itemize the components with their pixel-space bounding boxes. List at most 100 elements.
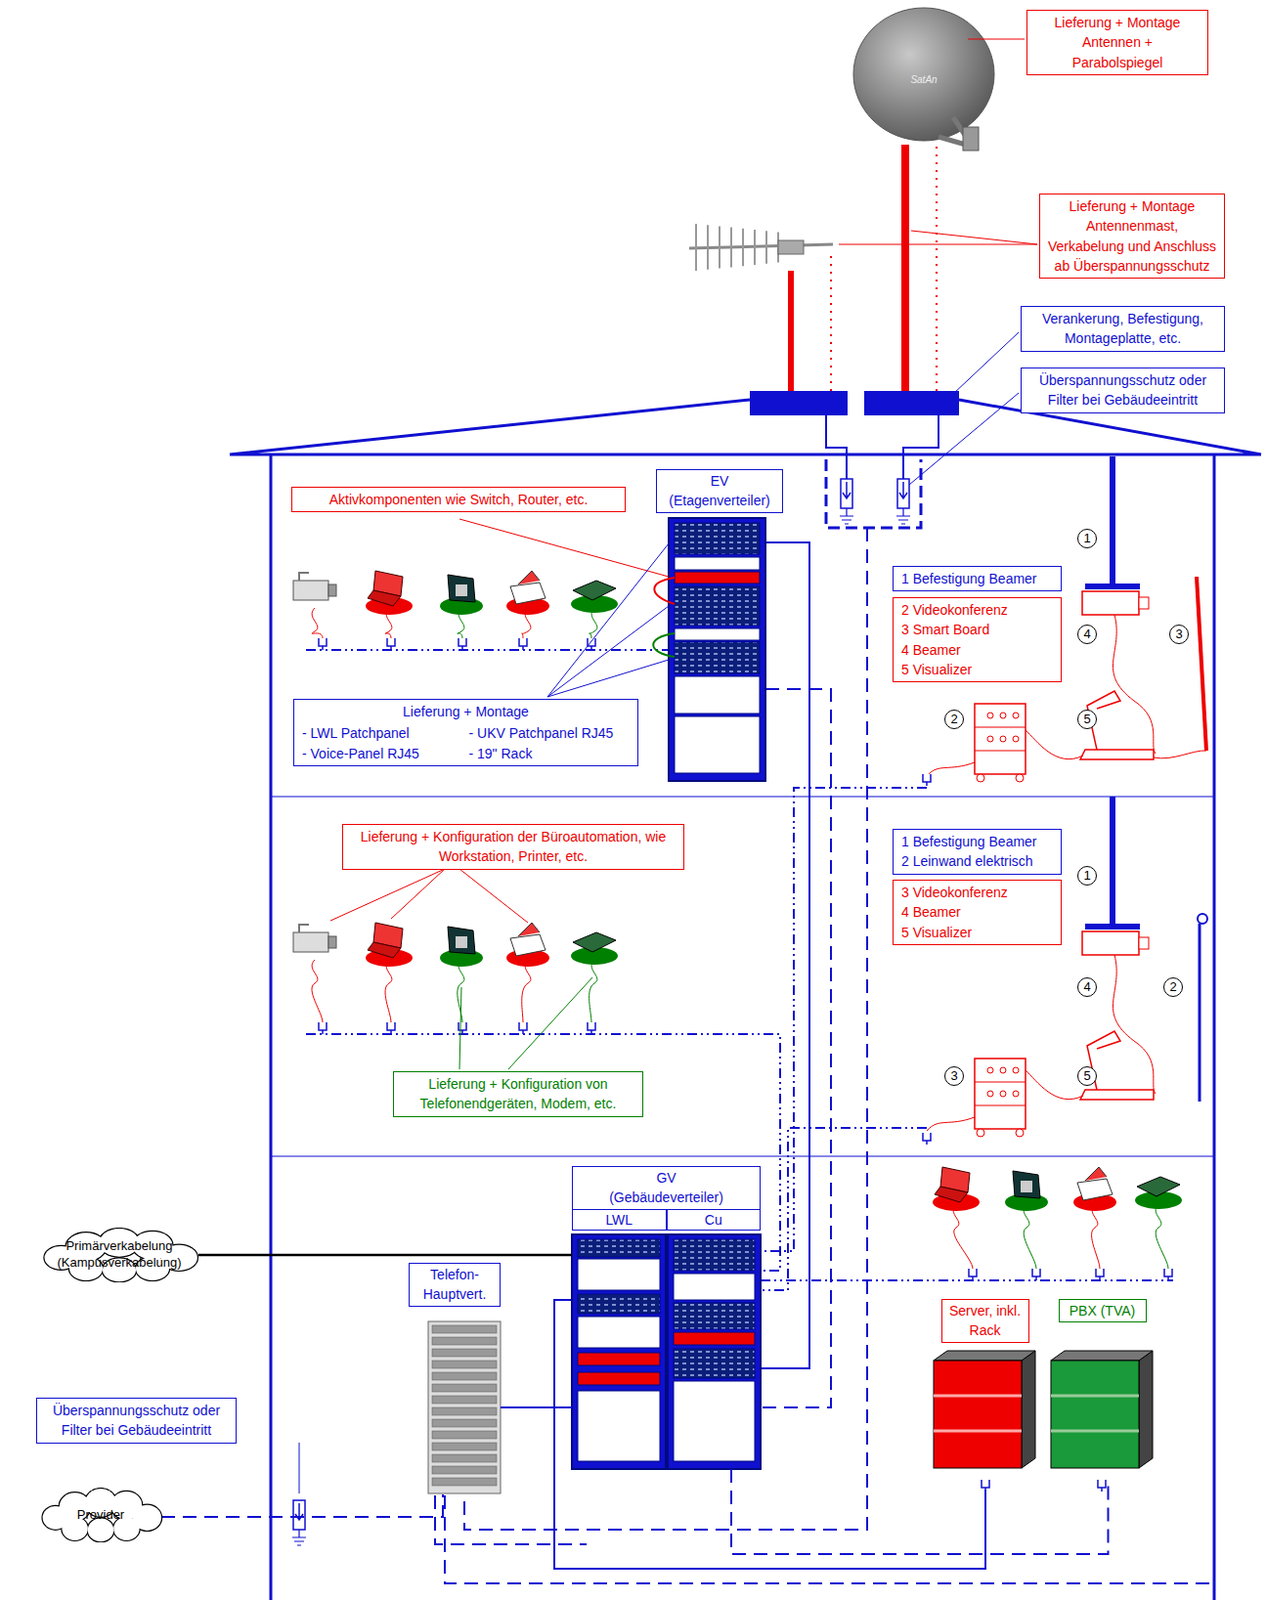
laptop-keys [367,942,401,959]
node-text: LWL [571,1210,667,1231]
hv-strip [432,1396,497,1404]
camera-lens [328,936,337,949]
callout-number: 5 [1077,1066,1097,1087]
outlet [968,1268,977,1281]
node-text: - UKV Patchpanel RJ45 [469,723,631,743]
backbone [760,689,831,1408]
patch-cable [653,633,675,657]
floors [270,796,1215,1157]
rack-white [673,1273,755,1301]
rack-white [674,676,760,714]
supply-note: Lieferung + Montage Antennenmast, Verkab… [1039,193,1225,279]
cloud-outline [87,1519,114,1543]
outlet [519,638,527,651]
cart-shelves [974,727,1026,751]
beamer [1082,591,1139,615]
rack-red [577,1372,660,1386]
callout-number: 2 [944,709,964,730]
cart-knob [1000,1067,1006,1074]
node-text: 4 Beamer [901,902,1053,922]
cart-knob [1012,712,1019,719]
cart-shelves [974,1082,1026,1106]
leader-line [547,543,669,698]
supply-note: Lieferung + Montage Antennen + Parabolsp… [1026,9,1209,76]
floor-cabling [305,649,669,652]
pbx-box: PBX (TVA) [1050,1299,1154,1470]
laptop-keys [367,590,401,607]
cloud-fill [87,1519,114,1543]
outlet [1164,1268,1173,1281]
node-text: 3 Videokonferenz [901,882,1053,903]
outlet [318,638,327,651]
callout-number: 2 [1163,977,1183,998]
node-text: 4 Beamer [901,640,1053,660]
av-cable [926,762,975,777]
cart-wheel [976,1129,985,1137]
protector-bracket [826,459,921,528]
cloud: Provider [36,1487,166,1543]
outlet [1095,1268,1104,1281]
cart-knob [987,712,994,719]
mast [787,270,794,392]
visualizer [1080,1031,1154,1100]
device-cord [1155,1204,1169,1269]
node-text: GV (Gebäudeverteiler) [571,1166,761,1211]
rack-white [673,1381,755,1462]
leader-line [299,1442,301,1494]
hv-strip [432,1349,497,1357]
cart-knob [1012,1091,1019,1097]
floor-distributor: EV (Etagenverteiler) [655,469,784,782]
screen-top [1197,914,1208,924]
outlet [981,1480,990,1492]
rack-dark [673,1239,755,1271]
node-text: - 19" Rack [469,743,631,764]
leader-line [909,392,1019,485]
node-text: - Voice-Panel RJ45 [302,743,464,764]
device-cord [311,608,323,639]
outlet [922,1133,931,1145]
callout-number: 1 [1077,528,1097,549]
outlet [458,1022,467,1035]
rack-white [577,1316,660,1349]
rack-dark [674,586,760,626]
camera-mount [299,572,309,581]
hv-strip [432,1466,497,1475]
yagi-clamp [778,240,804,255]
yagi-element [695,223,698,271]
beamer [1082,931,1139,956]
server-front [933,1360,1022,1469]
surge-note: Überspannungsschutz oder Filter bei Gebä… [1020,367,1225,414]
leader-line [459,519,669,577]
rack-dark [673,1303,755,1330]
av-cable [1153,750,1207,759]
node-text: Server, inkl. Rack [941,1299,1030,1344]
device-cord [589,960,598,1023]
phone-keys [1020,1180,1033,1193]
item-box: 1 Befestigung Beamer [892,566,1062,592]
device-cord [953,1204,973,1269]
node-text: PBX (TVA) [1058,1299,1147,1323]
node-text: - LWL Patchpanel [302,723,464,743]
item-box: 1 Befestigung Beamer2 Leinwand elektrisc… [892,829,1062,875]
hv-strip [432,1442,497,1451]
node-text: 2 Leinwand elektrisch [901,851,1053,872]
modem-body [1136,1177,1180,1197]
logo-text: SatAn [904,74,944,86]
cart-knob [1000,712,1006,719]
outlet [1032,1268,1041,1281]
cart-knob [987,736,994,743]
callout-number: 1 [1077,866,1097,886]
yagi-element [753,229,756,265]
cart-knob [1000,736,1006,743]
node-text: 5 Visualizer [901,922,1053,943]
hv-strip [432,1478,497,1486]
hv-strip [432,1384,497,1393]
active-note: Aktivkomponenten wie Switch, Router, etc… [291,486,626,513]
phone-distributor: Telefon-Hauptvert. [408,1263,501,1495]
hv-strip [432,1407,497,1416]
node-text: Überspannungsschutz oder Filter bei Gebä… [44,1400,228,1441]
rack-dark [674,642,760,674]
node-text: Primärverkabelung (Kampusverkabelung) [53,1238,185,1272]
leader-line [967,39,1025,41]
building-distributor: GV (Gebäudeverteiler)LWLCu [571,1166,761,1470]
